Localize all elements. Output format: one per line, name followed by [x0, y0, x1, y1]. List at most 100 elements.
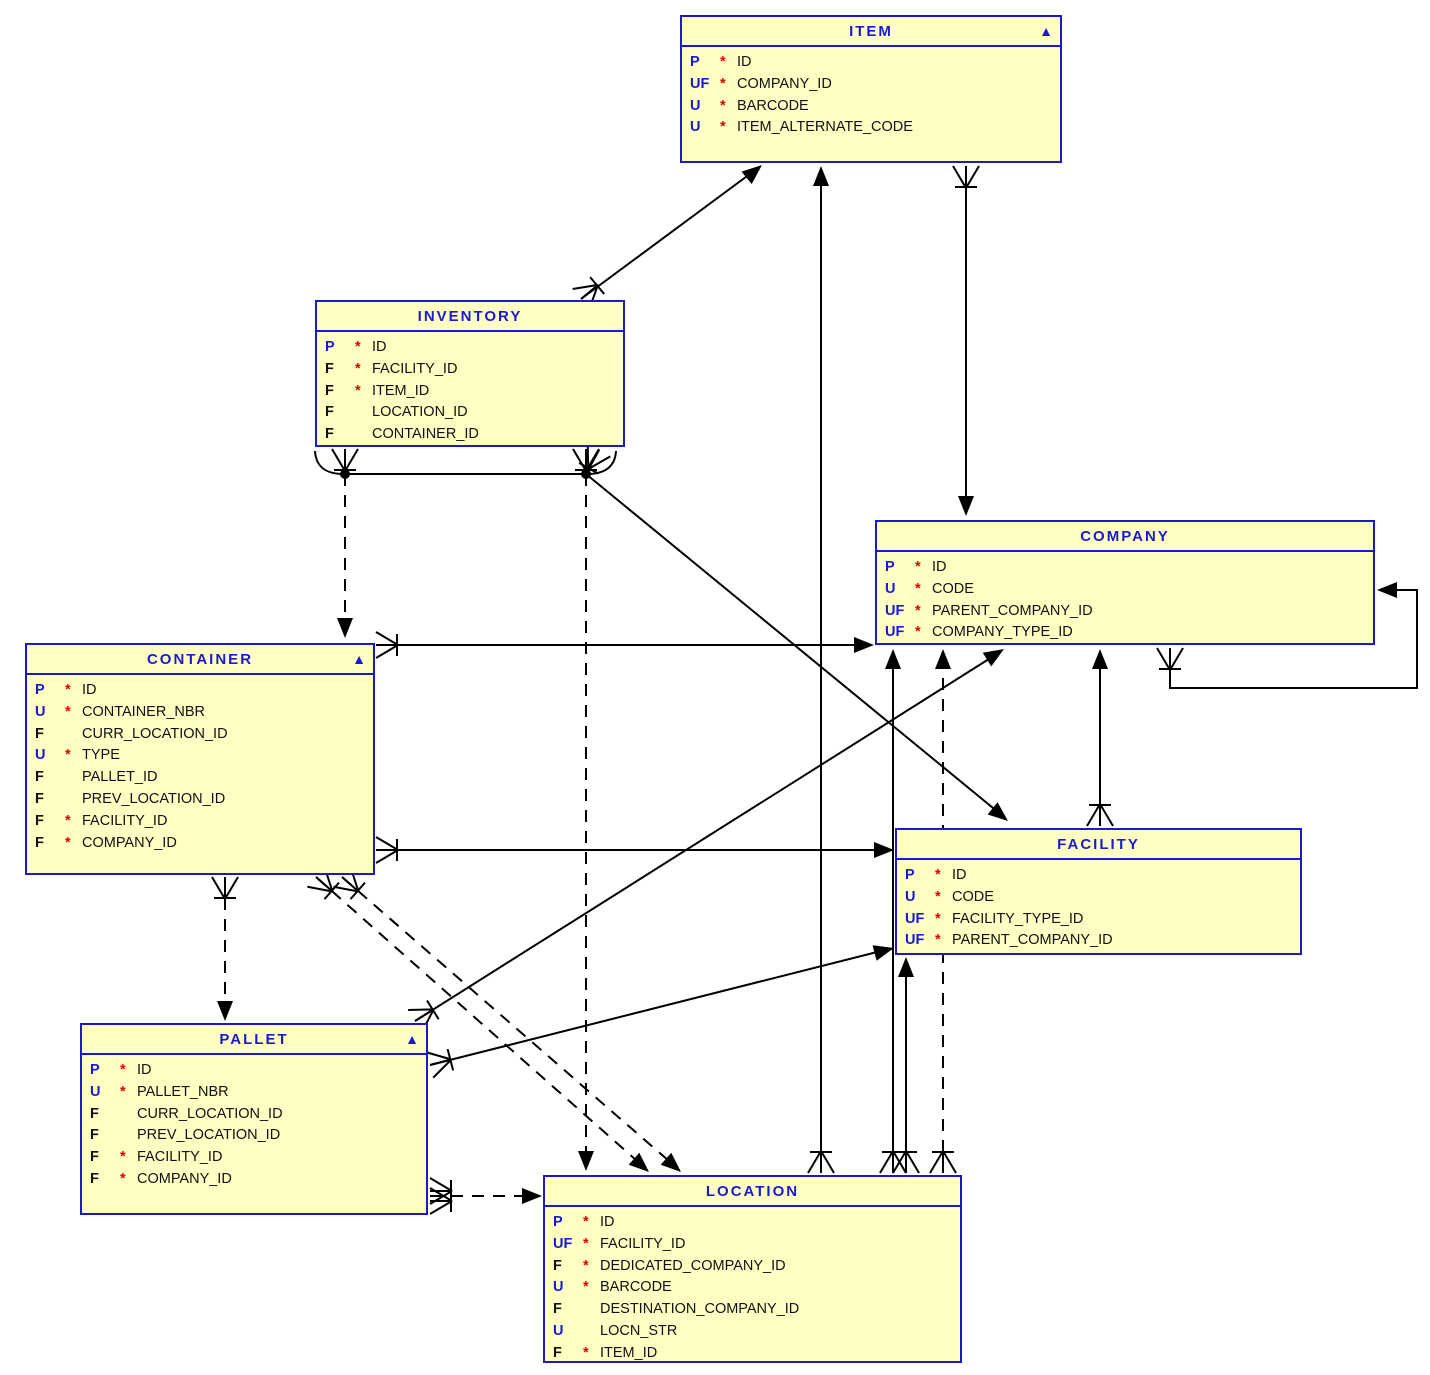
- collapse-triangle-icon[interactable]: ▲: [352, 651, 366, 667]
- field-mandatory-star: *: [355, 360, 361, 377]
- relationship-pallet-facility[interactable]: [426, 945, 894, 1079]
- field-name: COMPANY_ID: [82, 834, 177, 851]
- field-row[interactable]: U*TYPE: [27, 747, 373, 769]
- field-row[interactable]: U*CODE: [877, 581, 1373, 603]
- field-row[interactable]: F LOCATION_ID: [317, 404, 623, 426]
- relationship-item-company[interactable]: [952, 165, 980, 516]
- field-row[interactable]: UF*COMPANY_TYPE_ID: [877, 624, 1373, 646]
- field-key-flag: UF: [885, 602, 905, 619]
- field-row[interactable]: F*ITEM_ID: [545, 1345, 960, 1367]
- relationship-facility-company[interactable]: [1086, 649, 1114, 827]
- field-mandatory-star: *: [120, 1170, 126, 1187]
- field-mandatory-star: *: [935, 867, 941, 883]
- relationship-inventory-container[interactable]: [331, 448, 359, 638]
- field-row[interactable]: F*COMPANY_ID: [82, 1171, 426, 1193]
- relationship-container-company[interactable]: [375, 631, 874, 659]
- field-row[interactable]: F*COMPANY_ID: [27, 835, 373, 857]
- field-name: CODE: [932, 580, 974, 597]
- field-name: CONTAINER_NBR: [82, 703, 205, 720]
- field-key-flag: F: [325, 360, 334, 377]
- relationship-pallet-company[interactable]: [408, 649, 1004, 1033]
- field-key-flag: F: [553, 1301, 562, 1318]
- field-name: ID: [137, 1062, 152, 1078]
- relationship-container-facility[interactable]: [375, 836, 894, 864]
- relationship-location-facility[interactable]: [892, 957, 920, 1174]
- entity-titlebar[interactable]: COMPANY: [877, 522, 1373, 552]
- field-key-flag: P: [905, 867, 915, 883]
- field-row[interactable]: UF*PARENT_COMPANY_ID: [897, 932, 1300, 954]
- relationship-inventory-exclusive-arc[interactable]: [314, 450, 617, 475]
- field-row[interactable]: P*ID: [82, 1062, 426, 1084]
- entity-titlebar[interactable]: PALLET▲: [82, 1025, 426, 1055]
- field-row[interactable]: U*CODE: [897, 889, 1300, 911]
- field-row[interactable]: U*CONTAINER_NBR: [27, 704, 373, 726]
- field-row[interactable]: F*ITEM_ID: [317, 383, 623, 405]
- field-row[interactable]: UF*FACILITY_TYPE_ID: [897, 911, 1300, 933]
- field-mandatory-star: *: [65, 834, 71, 851]
- field-row[interactable]: P*ID: [317, 339, 623, 361]
- relationship-company-company-self[interactable]: [1156, 582, 1418, 689]
- field-row[interactable]: F*FACILITY_ID: [27, 813, 373, 835]
- many-end-crowfoot: [375, 836, 399, 864]
- many-end-crowfoot: [1086, 803, 1114, 827]
- field-row[interactable]: P*ID: [897, 867, 1300, 889]
- relationship-inventory-location[interactable]: [572, 448, 600, 1171]
- relationship-pallet-location[interactable]: [429, 1177, 542, 1215]
- entity-titlebar[interactable]: CONTAINER▲: [27, 645, 373, 675]
- field-row[interactable]: UF*COMPANY_ID: [682, 76, 1060, 98]
- many-end-crowfoot: [879, 1150, 907, 1174]
- entity-titlebar[interactable]: INVENTORY: [317, 302, 623, 332]
- field-name: LOCATION_ID: [372, 404, 468, 421]
- field-key-flag: F: [325, 382, 334, 399]
- entity-title: FACILITY: [1057, 835, 1140, 853]
- field-row[interactable]: P*ID: [27, 682, 373, 704]
- field-row[interactable]: P*ID: [545, 1214, 960, 1236]
- collapse-triangle-icon[interactable]: ▲: [405, 1031, 419, 1047]
- field-row[interactable]: F*FACILITY_ID: [82, 1149, 426, 1171]
- field-key-flag: U: [690, 119, 701, 136]
- relationship-container-location-curr[interactable]: [307, 866, 649, 1172]
- field-row[interactable]: UF*FACILITY_ID: [545, 1236, 960, 1258]
- field-mandatory-star: *: [583, 1279, 589, 1296]
- field-row[interactable]: F*DEDICATED_COMPANY_ID: [545, 1258, 960, 1280]
- relationship-container-pallet[interactable]: [211, 876, 239, 1021]
- one-end-arrow: [660, 1152, 681, 1172]
- field-row[interactable]: U*ITEM_ALTERNATE_CODE: [682, 119, 1060, 141]
- relationship-inventory-item[interactable]: [572, 165, 762, 310]
- field-row[interactable]: U*PALLET_NBR: [82, 1084, 426, 1106]
- entity-titlebar[interactable]: ITEM▲: [682, 17, 1060, 47]
- field-row[interactable]: P*ID: [877, 559, 1373, 581]
- field-row[interactable]: F*FACILITY_ID: [317, 361, 623, 383]
- field-mandatory-star: *: [120, 1149, 126, 1166]
- field-row[interactable]: U*BARCODE: [545, 1279, 960, 1301]
- collapse-triangle-icon[interactable]: ▲: [1039, 23, 1053, 39]
- field-key-flag: F: [325, 404, 334, 421]
- field-row[interactable]: U*BARCODE: [682, 98, 1060, 120]
- field-key-flag: UF: [885, 624, 905, 641]
- relationship-container-location-prev[interactable]: [333, 866, 681, 1172]
- entity-titlebar[interactable]: FACILITY: [897, 830, 1300, 860]
- many-end-crowfoot: [578, 443, 611, 475]
- field-row[interactable]: UF*PARENT_COMPANY_ID: [877, 603, 1373, 625]
- entity-titlebar[interactable]: LOCATION: [545, 1177, 960, 1207]
- many-end-crowfoot: [408, 999, 440, 1033]
- relationship-location-item[interactable]: [807, 166, 835, 1174]
- field-row[interactable]: P*ID: [682, 54, 1060, 76]
